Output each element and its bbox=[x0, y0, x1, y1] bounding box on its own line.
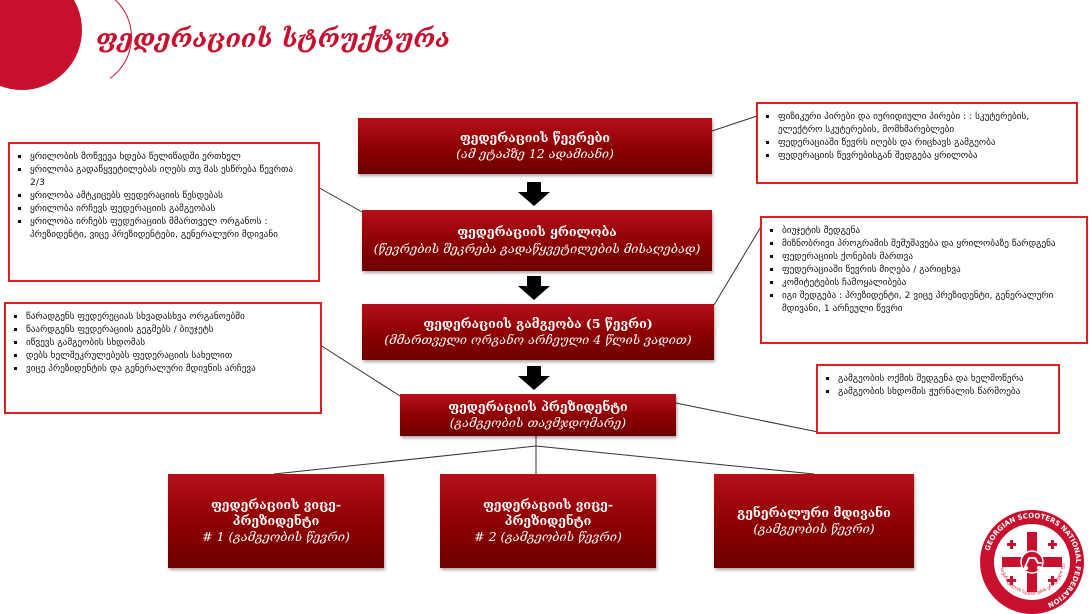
connector-secretary-note bbox=[675, 402, 819, 433]
assembly-box: ფედერაციის ყრილობა (წევრების შეკრება გად… bbox=[362, 210, 712, 271]
secretary-subtitle: (გამგეობის წევრი) bbox=[753, 521, 875, 536]
list-item: ფედერაციის ქონების მართვა bbox=[782, 250, 1078, 263]
assembly-note: ყრილობის მოწვევა ხდება წელიწადში ერთხელ … bbox=[8, 142, 320, 282]
federation-logo: GEORGIAN SCOOTERS NATIONAL FEDERATION სა… bbox=[974, 510, 1084, 614]
board-subtitle: (მმართველი ორგანო არჩეული 4 წლის ვადით) bbox=[384, 332, 692, 347]
assembly-title: ფედერაციის ყრილობა bbox=[457, 224, 617, 240]
list-item: გამგეობის სხდომის ჟურნალის წარმოება bbox=[838, 385, 1050, 398]
members-box: ფედერაციის წევრები (ამ ეტაპზე 12 ადამიან… bbox=[358, 118, 712, 174]
connector-board-note bbox=[713, 224, 763, 306]
secretary-note: გამგეობის ოქმის შედგენა და ხელმოწერა გამ… bbox=[816, 364, 1060, 434]
list-item: კომიტეტების ჩამოყალიბება bbox=[782, 276, 1078, 289]
president-note: წარადგენს ფედერეციას სხვადასხვა ორგანოებ… bbox=[4, 302, 322, 414]
connector-vp1 bbox=[273, 445, 537, 475]
list-item: ბიუჯეტის შედგენა bbox=[782, 224, 1078, 237]
board-title: ფედერაციის გამგეობა (5 წევრი) bbox=[423, 315, 653, 331]
secretary-box: გენერალური მდივანი (გამგეობის წევრი) bbox=[714, 474, 914, 568]
list-item: ყრილობა გადაწყვეტილებას იღებს თუ მას ესწ… bbox=[30, 163, 310, 189]
list-item: იწვევს გამგეობის სხდომას bbox=[26, 336, 312, 349]
list-item: მიზნობრივი პროგრამის შემუშავება და ყრილო… bbox=[782, 237, 1078, 250]
list-item: წარადგენს ფედერეციას სხვადასხვა ორგანოებ… bbox=[26, 310, 312, 323]
secretary-title: გენერალური მდივანი bbox=[737, 504, 891, 520]
president-box: ფედერაციის პრეზიდენტი (გამგეობის თავმჯდო… bbox=[400, 394, 676, 436]
list-item: გამგეობის ოქმის შედგენა და ხელმოწერა bbox=[838, 372, 1050, 385]
vp2-title: ფედერაციის ვიცე-პრეზიდენტი bbox=[482, 496, 614, 528]
connector-assembly-note bbox=[315, 185, 363, 213]
list-item: ფედერაციაში წევრს იღებს და რიცხავს გამგე… bbox=[778, 136, 1068, 149]
list-item: ფიზიკური პირები და იურიდიული პირები : : … bbox=[778, 110, 1068, 136]
vp1-box: ფედერაციის ვიცე-პრეზიდენტი # 1 (გამგეობი… bbox=[168, 474, 384, 568]
list-item: დებს ხელშეკრულებებს ფედერაციის სახელით bbox=[26, 349, 312, 362]
members-title: ფედერაციის წევრები bbox=[459, 129, 611, 145]
vp1-title: ფედერაციის ვიცე-პრეზიდენტი bbox=[210, 496, 342, 528]
board-note: ბიუჯეტის შედგენა მიზნობრივი პროგრამის შე… bbox=[760, 216, 1088, 344]
board-box: ფედერაციის გამგეობა (5 წევრი) (მმართველი… bbox=[362, 304, 714, 360]
assembly-subtitle: (წევრების შეკრება გადაწყვეტილების მისაღე… bbox=[373, 240, 701, 256]
list-item: ფედერაციის წევრებისგან შედგება ყრილობა bbox=[778, 149, 1068, 162]
slide-title: ფედერაციის სტრუქტურა bbox=[96, 24, 451, 53]
list-item: ყრილობა ირჩებს ფედერაციის მმართველ ორგან… bbox=[30, 215, 310, 241]
vp1-subtitle: # 1 (გამგეობის წევრი) bbox=[202, 529, 350, 545]
connector-president-note bbox=[319, 344, 401, 397]
list-item: ფედერაციაში წევრის მიღება / გარიცხვა bbox=[782, 263, 1078, 276]
list-item: ყრილობის მოწვევა ხდება წელიწადში ერთხელ bbox=[30, 150, 310, 163]
list-item: იგი შედგება : პრეზიდენტი, 2 ვიცე პრეზიდე… bbox=[782, 289, 1078, 315]
vp2-subtitle: # 2 (გამგეობის წევრი) bbox=[474, 529, 622, 545]
list-item: ვიცე პრეზიდენტის და გენერალური მდივნის ა… bbox=[26, 362, 312, 375]
vp2-box: ფედერაციის ვიცე-პრეზიდენტი # 2 (გამგეობი… bbox=[440, 474, 656, 568]
members-subtitle: (ამ ეტაპზე 12 ადამიანი) bbox=[456, 146, 614, 161]
list-item: ყრილობა ამტკიცებს ფედერაციის წესდებას bbox=[30, 189, 310, 202]
list-item: წაარდგენს ფედერაციის გეგმებს / ბიუჯეტს bbox=[26, 323, 312, 336]
president-subtitle: (გამგეობის თავმჯდომარე) bbox=[449, 415, 627, 430]
connector-secretary bbox=[535, 445, 815, 475]
president-title: ფედერაციის პრეზიდენტი bbox=[448, 398, 628, 414]
members-note: ფიზიკური პირები და იურიდიული პირები : : … bbox=[756, 102, 1078, 184]
list-item: ყრილობა ირჩევს ფედერაციის გამგეობას bbox=[30, 202, 310, 215]
connector-members-note bbox=[711, 114, 761, 132]
